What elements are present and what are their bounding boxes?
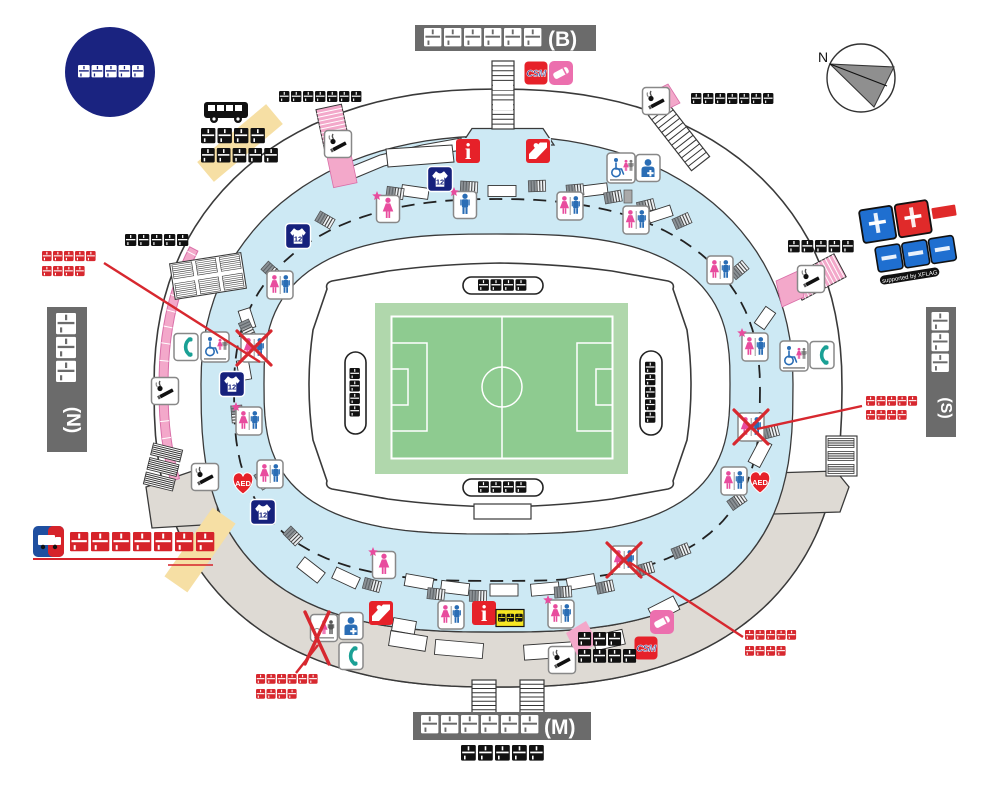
svg-text:CSM: CSM — [636, 644, 657, 655]
svg-text:(B): (B) — [548, 28, 577, 51]
svg-text:(N): (N) — [62, 407, 83, 433]
svg-text:12: 12 — [294, 235, 302, 244]
svg-text:i: i — [481, 601, 488, 626]
svg-text:(S): (S) — [937, 397, 954, 418]
svg-text:12: 12 — [436, 178, 444, 187]
svg-text:(M): (M) — [544, 716, 575, 739]
svg-text:12: 12 — [228, 383, 236, 392]
svg-text:N: N — [818, 49, 828, 65]
svg-text:CSM: CSM — [526, 69, 547, 80]
svg-text:12: 12 — [259, 511, 267, 520]
svg-text:AED: AED — [235, 479, 251, 488]
svg-text:AED: AED — [752, 478, 768, 487]
svg-text:i: i — [465, 139, 472, 164]
